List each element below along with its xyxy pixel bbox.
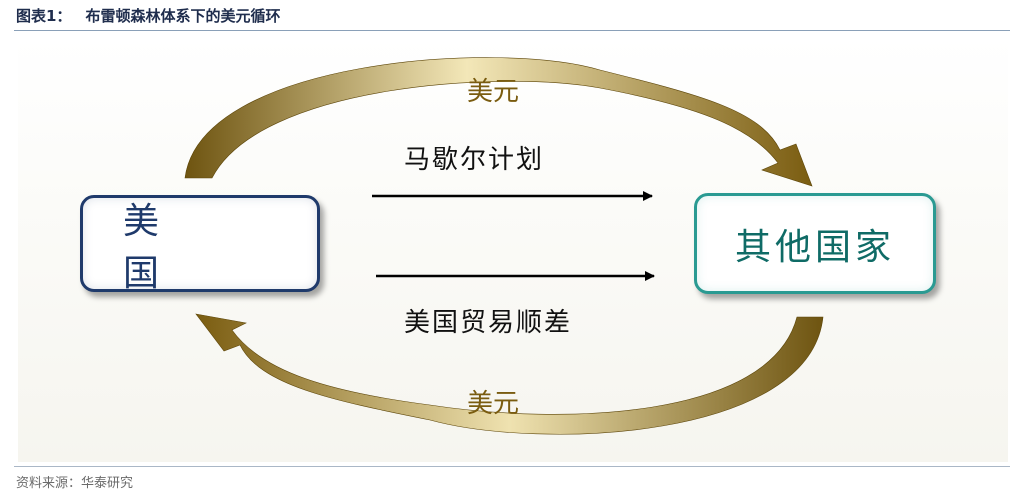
source-note: 资料来源：华泰研究 <box>16 476 134 491</box>
bottom-divider <box>14 466 1010 467</box>
usd-bottom-label: 美元 <box>467 389 520 419</box>
figure-title-text: 布雷顿森林体系下的美元循环 <box>85 7 281 25</box>
usd-top-label: 美元 <box>467 77 520 107</box>
figure-label: 图表1： <box>16 7 72 25</box>
top-divider <box>14 30 1010 31</box>
other-countries-node-label: 其他国家 <box>734 226 895 268</box>
usd-arc-bottom <box>195 313 824 435</box>
trade-surplus-label: 美国贸易顺差 <box>404 308 573 338</box>
marshall-plan-label: 马歇尔计划 <box>404 145 545 175</box>
figure-title: 图表1： 布雷顿森林体系下的美元循环 <box>16 5 280 26</box>
usd-arc-top <box>184 57 813 187</box>
other-countries-node: 其他国家 <box>694 193 936 294</box>
us-node: 美 国 <box>80 195 320 294</box>
us-node-label: 美 国 <box>123 200 200 294</box>
